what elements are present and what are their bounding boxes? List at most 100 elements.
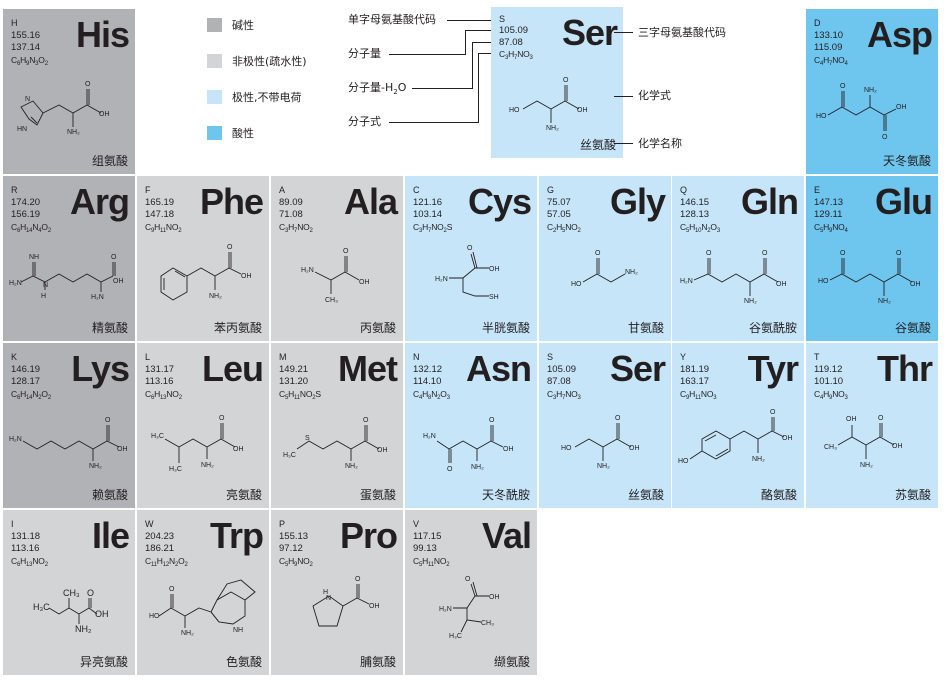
legend-basic: 碱性 bbox=[207, 18, 254, 32]
molecular-weight-minus-water: 137.14 bbox=[11, 42, 41, 53]
legend-swatch-basic bbox=[207, 18, 222, 32]
svg-text:NH₂: NH₂ bbox=[864, 87, 877, 94]
connector-line bbox=[614, 96, 633, 97]
molecular-formula: C4H7NO4 bbox=[814, 55, 848, 67]
three-letter-code: Gly bbox=[609, 181, 666, 222]
svg-text:OH: OH bbox=[241, 273, 252, 280]
svg-text:OH: OH bbox=[117, 446, 128, 453]
svg-text:NH₂: NH₂ bbox=[625, 269, 638, 276]
molecular-weight-minus-water: 87.08 bbox=[547, 376, 571, 387]
svg-text:HN: HN bbox=[17, 126, 27, 133]
molecular-weight: 133.10 bbox=[814, 30, 844, 41]
svg-text:H₂N: H₂N bbox=[9, 280, 22, 287]
svg-text:NH₂: NH₂ bbox=[752, 456, 765, 463]
legend-label: 酸性 bbox=[232, 127, 254, 140]
legend-label: 非极性(疏水性) bbox=[232, 55, 307, 68]
molecular-weight-minus-water: 128.17 bbox=[11, 376, 41, 387]
svg-text:HO: HO bbox=[818, 278, 829, 285]
chemical-name: 丝氨酸 bbox=[627, 488, 664, 502]
svg-text:H: H bbox=[41, 293, 46, 300]
molecular-formula: C3H7NO2 bbox=[279, 222, 313, 234]
key-label-one-letter: 单字母氨基酸代码 bbox=[348, 13, 436, 26]
chemical-name: 丝氨酸 bbox=[579, 138, 616, 152]
legend-label: 极性,不带电荷 bbox=[232, 91, 302, 104]
key-label-mw-h2o: 分子量-H2O bbox=[348, 81, 407, 97]
chemical-name: 苏氨酸 bbox=[894, 488, 931, 502]
svg-text:OH: OH bbox=[896, 104, 907, 111]
svg-text:N: N bbox=[326, 595, 331, 602]
connector-line bbox=[465, 30, 492, 31]
connector-line bbox=[389, 54, 465, 55]
molecular-formula: C3H7NO3 bbox=[499, 49, 533, 61]
molecular-weight: 174.20 bbox=[11, 197, 41, 208]
svg-text:OH: OH bbox=[233, 446, 244, 453]
molecular-weight: 105.09 bbox=[547, 364, 577, 375]
legend-swatch-polar bbox=[207, 90, 222, 104]
svg-text:OH: OH bbox=[489, 266, 500, 273]
molecular-weight-minus-water: 113.16 bbox=[11, 543, 40, 554]
molecular-formula: C2H5NO2 bbox=[547, 222, 581, 234]
one-letter-code: A bbox=[279, 185, 286, 195]
molecular-weight: 132.12 bbox=[413, 364, 443, 375]
molecular-weight: 117.15 bbox=[413, 531, 442, 542]
molecular-weight: 119.12 bbox=[814, 364, 843, 375]
three-letter-code: Pro bbox=[339, 515, 398, 556]
svg-text:CH₃: CH₃ bbox=[325, 297, 338, 304]
svg-text:NH: NH bbox=[29, 254, 39, 261]
molecular-weight-minus-water: 129.11 bbox=[814, 209, 843, 220]
svg-text:O: O bbox=[87, 588, 94, 598]
svg-text:O: O bbox=[595, 250, 601, 257]
svg-text:NH₂: NH₂ bbox=[471, 464, 484, 471]
svg-text:O: O bbox=[467, 245, 473, 252]
molecular-formula: C3H7NO3 bbox=[547, 389, 581, 401]
molecular-weight-minus-water: 113.16 bbox=[145, 376, 174, 387]
molecular-formula: C4H9NO3 bbox=[814, 389, 848, 401]
svg-text:OH: OH bbox=[629, 445, 640, 452]
three-letter-code: Ala bbox=[343, 181, 398, 222]
molecular-weight-minus-water: 186.21 bbox=[145, 543, 175, 554]
key-label-structure: 化学式 bbox=[638, 89, 671, 102]
svg-text:CH₃: CH₃ bbox=[481, 620, 494, 627]
molecular-formula: C3H7NO2S bbox=[413, 222, 453, 234]
connector-line bbox=[389, 122, 478, 123]
connector-line bbox=[465, 30, 466, 55]
molecular-weight: 149.21 bbox=[279, 364, 309, 375]
chemical-name: 脯氨酸 bbox=[359, 655, 396, 669]
three-letter-code: Ser bbox=[609, 348, 666, 389]
legend-swatch-acidic bbox=[207, 126, 222, 140]
three-letter-code: Glu bbox=[875, 181, 933, 222]
svg-text:O: O bbox=[447, 466, 453, 473]
molecular-weight: 155.13 bbox=[279, 531, 309, 542]
svg-text:O: O bbox=[465, 576, 471, 583]
three-letter-code: Arg bbox=[70, 181, 130, 222]
svg-text:OH: OH bbox=[776, 281, 787, 288]
three-letter-code: Trp bbox=[209, 515, 264, 556]
svg-text:O: O bbox=[840, 83, 846, 90]
chemical-name: 赖氨酸 bbox=[91, 488, 128, 502]
molecular-weight-minus-water: 99.13 bbox=[413, 543, 437, 554]
key-label-three-letter: 三字母氨基酸代码 bbox=[638, 26, 726, 39]
key-label-formula: 分子式 bbox=[348, 115, 381, 128]
svg-text:H₂N: H₂N bbox=[423, 433, 436, 440]
svg-text:O: O bbox=[878, 415, 884, 422]
chemical-name: 半胱氨酸 bbox=[481, 321, 530, 335]
svg-text:CH₃: CH₃ bbox=[63, 588, 80, 598]
chemical-name: 天冬氨酸 bbox=[882, 154, 931, 168]
svg-text:OH: OH bbox=[910, 281, 921, 288]
molecular-weight: 146.15 bbox=[680, 197, 710, 208]
svg-text:NH: NH bbox=[233, 627, 243, 634]
